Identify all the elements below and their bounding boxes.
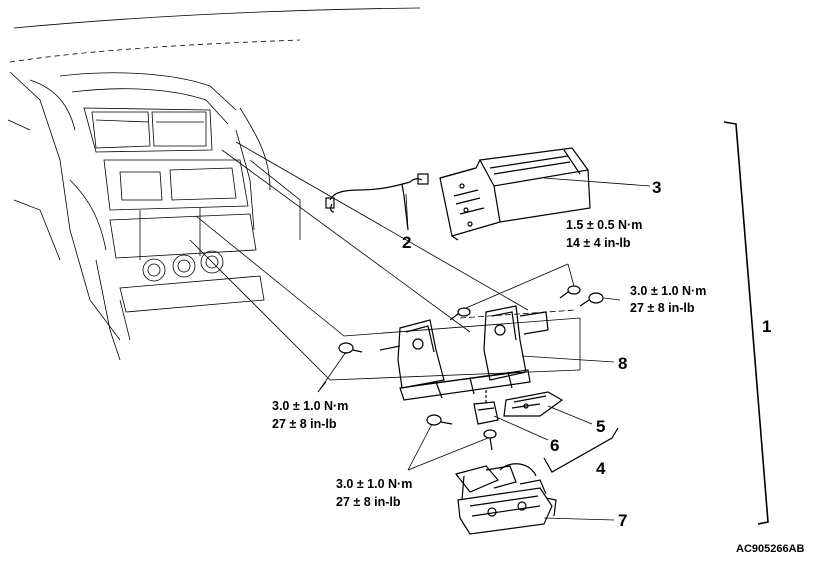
torque-right-metric: 3.0 ± 1.0 N·m <box>630 284 706 298</box>
bolt-lower-center <box>483 429 497 451</box>
part-6-clip <box>473 390 499 425</box>
assembly-phantom-lines <box>189 141 581 381</box>
bolt-lower-left <box>426 414 453 426</box>
part-8-bracket <box>379 305 549 401</box>
part-5-switch-panel <box>503 391 564 417</box>
callout-6: 6 <box>550 436 559 455</box>
part-7-lower-bracket <box>454 463 557 535</box>
callout-8: 8 <box>618 354 627 373</box>
bolt-upper-center <box>449 307 471 321</box>
callout-1: 1 <box>762 317 771 336</box>
assembly-4-bracket <box>543 427 619 473</box>
part-2-harness <box>325 173 429 231</box>
callout-4: 4 <box>596 459 606 478</box>
callout-7: 7 <box>618 511 627 530</box>
bolt-upper-right-b <box>579 292 604 307</box>
callout-5: 5 <box>596 417 605 436</box>
torque-left-metric: 3.0 ± 1.0 N·m <box>272 399 348 413</box>
leader-lines <box>317 177 651 521</box>
assembly-1-bracket <box>723 121 769 525</box>
torque-bottom-imperial: 27 ± 8 in-lb <box>336 495 401 509</box>
bolt-left <box>338 342 363 354</box>
torque-bottom-metric: 3.0 ± 1.0 N·m <box>336 477 412 491</box>
callout-3: 3 <box>652 178 661 197</box>
torque-left-imperial: 27 ± 8 in-lb <box>272 417 337 431</box>
image-code: AC905266AB <box>736 543 805 555</box>
fasteners <box>338 285 604 451</box>
torque-upper-imperial: 14 ± 4 in-lb <box>566 236 631 250</box>
torque-upper-metric: 1.5 ± 0.5 N·m <box>566 218 642 232</box>
bolt-upper-right-a <box>559 285 581 299</box>
torque-right-imperial: 27 ± 8 in-lb <box>630 301 695 315</box>
part-3-module <box>439 147 591 241</box>
dashboard-line-art <box>7 7 421 361</box>
callout-2: 2 <box>402 233 411 252</box>
